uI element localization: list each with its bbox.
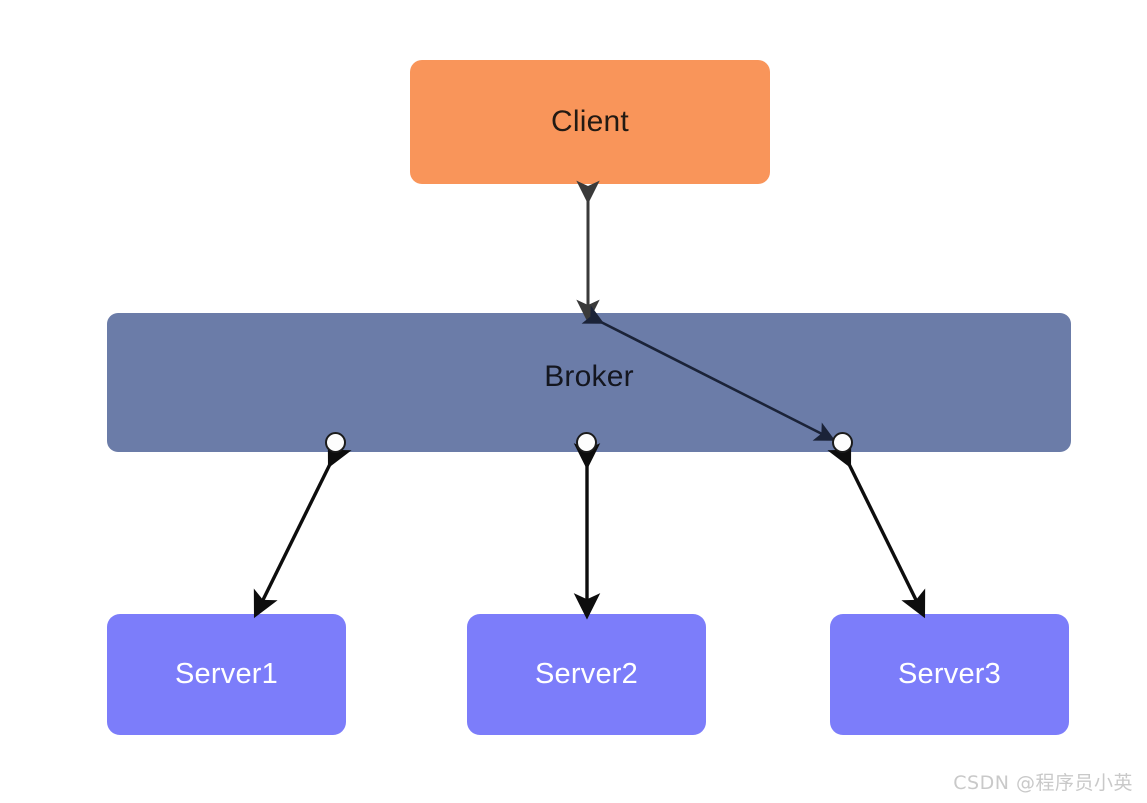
node-server3-label: Server3	[898, 658, 1001, 690]
node-broker-label: Broker	[544, 359, 634, 393]
watermark-text: CSDN @程序员小英	[953, 772, 1133, 794]
broker-port-1-circle-icon[interactable]	[325, 432, 346, 453]
node-server1[interactable]: Server1	[107, 614, 346, 735]
edge-port1-server1	[253, 438, 352, 619]
node-broker[interactable]: Broker	[107, 313, 1071, 452]
broker-port-3-circle-icon[interactable]	[832, 432, 853, 453]
node-client[interactable]: Client	[410, 60, 770, 184]
node-client-label: Client	[551, 105, 629, 138]
node-server2[interactable]: Server2	[467, 614, 706, 735]
broker-port-2-circle-icon[interactable]	[576, 432, 597, 453]
node-server2-label: Server2	[535, 658, 638, 690]
edge-port3-server3	[827, 438, 926, 619]
node-server3[interactable]: Server3	[830, 614, 1069, 735]
node-server1-label: Server1	[175, 658, 278, 690]
